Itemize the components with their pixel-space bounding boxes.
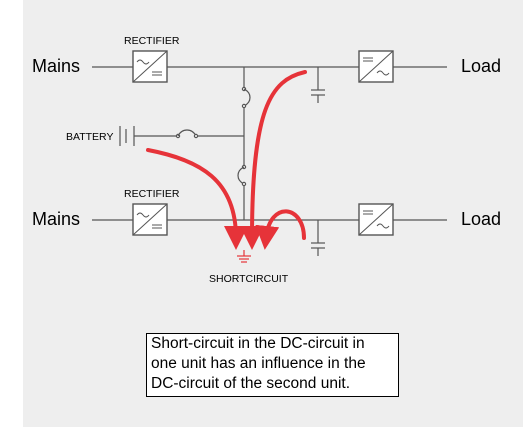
caption-line-2: one unit has an influence in the [151,355,366,372]
mains-top-label: Mains [32,56,80,76]
rectifier-bottom-label: RECTIFIER [124,188,180,200]
arrow-from-top-capacitor [240,70,307,250]
ground-icon [237,250,251,263]
fuse-icon [175,129,244,139]
fuse-icon [241,86,251,109]
fuse-icon [237,164,247,187]
dc-ac-converter-icon [358,203,394,236]
load-top-label: Load [461,56,501,76]
arrow-from-bottom-capacitor [255,209,306,250]
mains-bottom-label: Mains [32,209,80,229]
capacitor-icon [311,220,325,256]
rectifier-top-label: RECTIFIER [124,35,180,47]
load-bottom-label: Load [461,209,501,229]
fault-current-arrows [146,70,307,250]
caption-line-3: DC-circuit of the second unit. [151,375,351,392]
battery-label: BATTERY [66,131,113,143]
capacitor-icon [311,67,325,103]
battery-icon [119,126,176,146]
ac-dc-converter-icon [132,50,168,83]
dc-ac-converter-icon [358,50,394,83]
arrow-from-battery [146,148,248,250]
caption-box: Short-circuit in the DC-circuit in one u… [146,333,399,397]
diagram-labels: Mains Mains Load Load RECTIFIER RECTIFIE… [32,35,501,285]
shortcircuit-label: SHORTCIRCUIT [209,273,289,285]
ac-dc-converter-icon [132,203,168,236]
caption-line-1: Short-circuit in the DC-circuit in [151,335,365,352]
